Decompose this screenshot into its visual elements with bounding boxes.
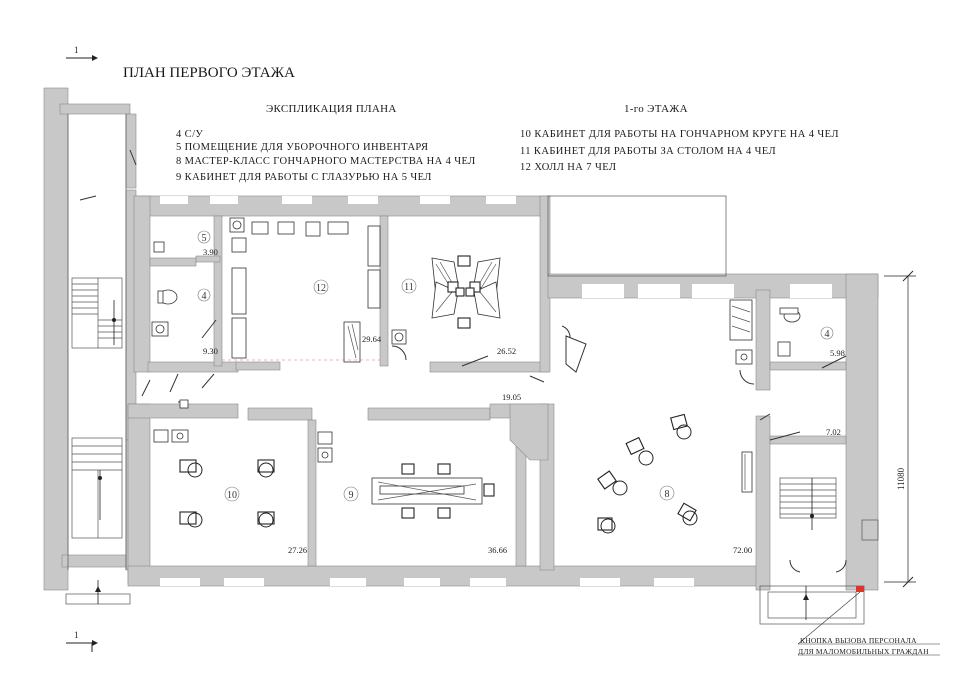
- section-mark-top: 1: [66, 45, 98, 61]
- corridor-doors: 19.05: [141, 373, 545, 409]
- explication-item: 5 ПОМЕЩЕНИЕ ДЛЯ УБОРОЧНОГО ИНВЕНТАРЯ: [176, 142, 428, 153]
- call-button-note-line-1: КНОПКА ВЫЗОВА ПЕРСОНАЛА: [800, 636, 917, 645]
- room-number: 4: [202, 291, 207, 302]
- section-mark-top-label: 1: [74, 45, 79, 55]
- plan-title: ПЛАН ПЕРВОГО ЭТАЖА: [123, 65, 295, 81]
- explication-heading-right: 1-го ЭТАЖА: [624, 103, 688, 115]
- room-area: 7.02: [826, 427, 841, 437]
- pottery-wheel: [257, 511, 275, 528]
- pottery-wheel: [625, 436, 654, 466]
- explication-item: 4 С/У: [176, 129, 203, 140]
- room-area: 5.98: [830, 348, 845, 358]
- room-9: 9 36.66: [317, 431, 507, 555]
- explication-item: 10 КАБИНЕТ ДЛЯ РАБОТЫ НА ГОНЧАРНОМ КРУГЕ…: [520, 129, 839, 140]
- vertical-dimension: 11080: [884, 270, 916, 588]
- room-11: 11 26.52: [391, 255, 516, 367]
- call-button-note-line-2: ДЛЯ МАЛОМОБИЛЬНЫХ ГРАЖДАН: [798, 647, 929, 656]
- room-number: 9: [349, 490, 354, 501]
- room-8: 8 72.00: [561, 299, 755, 555]
- room-10: 10 27.26: [153, 429, 307, 555]
- explication-item: 8 МАСТЕР-КЛАСС ГОНЧАРНОГО МАСТЕРСТВА НА …: [176, 156, 476, 167]
- room-number: 11: [404, 282, 414, 293]
- explication-heading-left: ЭКСПЛИКАЦИЯ ПЛАНА: [266, 103, 397, 115]
- room-area: 3.90: [203, 247, 218, 257]
- room-number: 12: [316, 283, 326, 294]
- room-area: 19.05: [502, 392, 521, 402]
- room-area: 29.64: [362, 334, 382, 344]
- explication-list-left: 4 С/У 5 ПОМЕЩЕНИЕ ДЛЯ УБОРОЧНОГО ИНВЕНТА…: [176, 129, 476, 183]
- upper-staircase: [71, 277, 123, 349]
- room-area: 36.66: [488, 545, 507, 555]
- pottery-wheel: [179, 459, 203, 478]
- dimension-value: 11080: [896, 467, 906, 490]
- room-area: 72.00: [733, 545, 752, 555]
- pottery-wheel: [670, 413, 692, 440]
- pottery-wheel: [677, 502, 698, 526]
- pottery-wheel: [597, 470, 628, 496]
- explication-item: 12 ХОЛЛ НА 7 ЧЕЛ: [520, 162, 616, 173]
- section-mark-bottom-label: 1: [74, 630, 79, 640]
- left-stair-wing: [43, 87, 137, 605]
- explication-item: 9 КАБИНЕТ ДЛЯ РАБОТЫ С ГЛАЗУРЬЮ НА 5 ЧЕЛ: [176, 172, 432, 183]
- room-area: 9.30: [203, 346, 218, 356]
- room-utility-upper: 5 3.90 4 9.30: [151, 230, 218, 356]
- room-area: 27.26: [288, 545, 307, 555]
- room-number: 8: [665, 489, 670, 500]
- room-number: 5: [202, 233, 207, 244]
- call-button-icon: [856, 586, 864, 592]
- explication-list-right: 10 КАБИНЕТ ДЛЯ РАБОТЫ НА ГОНЧАРНОМ КРУГЕ…: [520, 129, 839, 173]
- section-mark-bottom: 1: [66, 630, 98, 652]
- pottery-wheel: [257, 459, 275, 478]
- right-staircase: [779, 477, 837, 530]
- room-number: 10: [227, 490, 237, 501]
- room-area: 26.52: [497, 346, 516, 356]
- room-number: 4: [825, 329, 830, 340]
- explication-item: 11 КАБИНЕТ ДЛЯ РАБОТЫ ЗА СТОЛОМ НА 4 ЧЕЛ: [520, 146, 776, 157]
- outer-walls: [127, 195, 879, 591]
- entrance-porch: [759, 585, 940, 656]
- pottery-wheel: [179, 511, 203, 528]
- pottery-wheel: [597, 517, 616, 534]
- room-12-hall: 12 29.64: [222, 217, 382, 363]
- lower-staircase: [71, 437, 123, 539]
- right-wc-and-stair: 4 5.98 7.02: [759, 307, 879, 573]
